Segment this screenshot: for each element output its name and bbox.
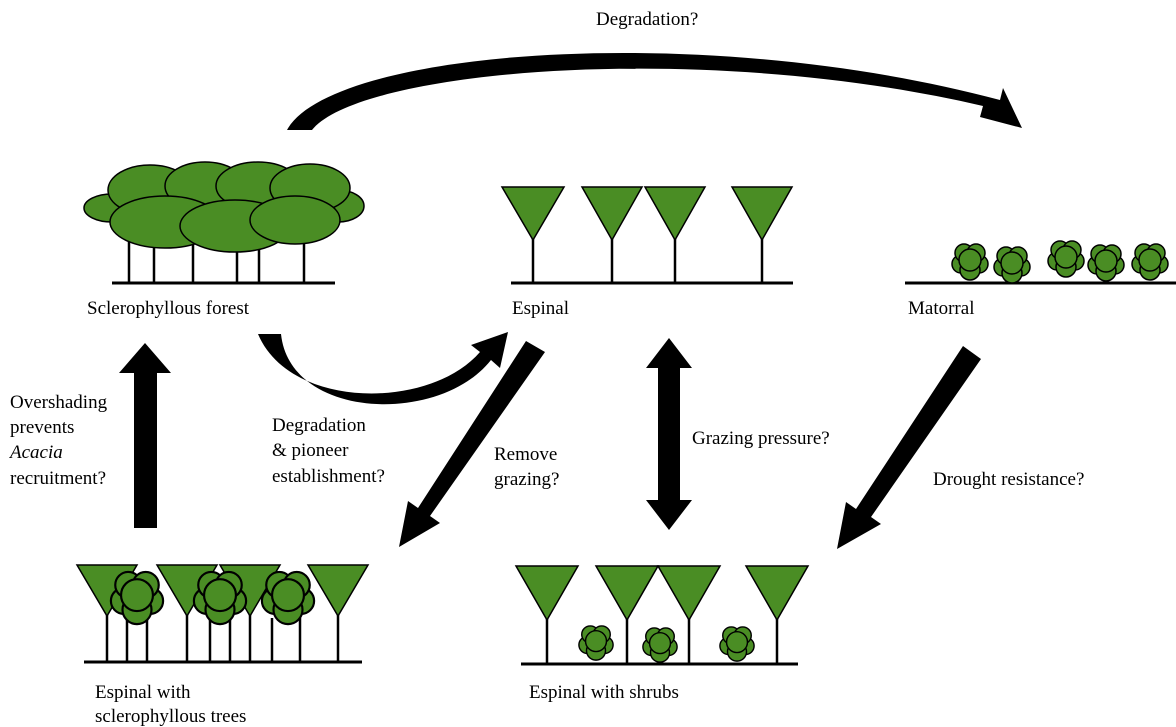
label-matorral: Matorral xyxy=(908,298,974,319)
sclerophyllous-forest-illustration xyxy=(83,161,365,285)
arrow-grazing-pressure xyxy=(646,338,692,530)
espinal-with-shrubs-illustration xyxy=(514,565,810,666)
espinal-with-trees-illustration xyxy=(75,564,370,664)
arrow-degradation-pioneer xyxy=(258,332,508,405)
label-remove-grazing-2: grazing? xyxy=(494,469,559,490)
label-espinal: Espinal xyxy=(512,298,569,319)
arrow-overshading-up xyxy=(119,343,171,528)
label-degradation: Degradation? xyxy=(596,9,698,30)
label-overshading-4: recruitment? xyxy=(10,468,106,489)
arrow-remove-grazing xyxy=(399,341,545,547)
label-remove-grazing-1: Remove xyxy=(494,444,557,465)
label-degradation-pioneer-3: establishment? xyxy=(272,466,385,487)
label-espinal-trees-1: Espinal with xyxy=(95,682,191,703)
label-sclerophyllous-forest: Sclerophyllous forest xyxy=(87,298,250,319)
matorral-illustration xyxy=(905,240,1176,285)
espinal-illustration xyxy=(500,186,794,285)
label-grazing-pressure: Grazing pressure? xyxy=(692,428,830,449)
arrow-degradation-curved xyxy=(287,52,1022,130)
label-espinal-trees-2: sclerophyllous trees xyxy=(95,706,246,727)
label-degradation-pioneer-2: & pioneer xyxy=(272,440,349,461)
label-overshading-2: prevents xyxy=(10,417,74,438)
transition-arrows xyxy=(119,52,1022,549)
label-drought-resistance: Drought resistance? xyxy=(933,469,1084,490)
arrow-drought-resistance xyxy=(837,346,981,549)
label-overshading-1: Overshading xyxy=(10,392,108,413)
label-overshading-3: Acacia xyxy=(8,442,63,463)
label-espinal-shrubs: Espinal with shrubs xyxy=(529,682,679,703)
label-degradation-pioneer-1: Degradation xyxy=(272,415,366,436)
